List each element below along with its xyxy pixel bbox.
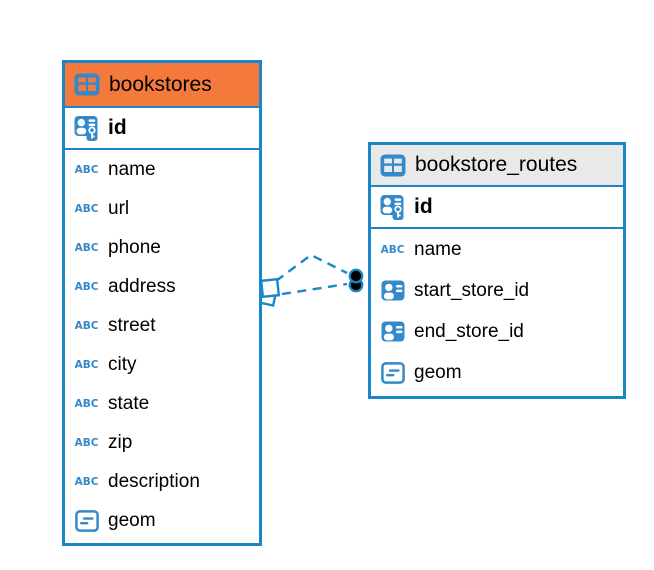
relationship-line-upper[interactable] — [275, 253, 348, 282]
table-title: bookstore_routes — [415, 153, 578, 176]
column-row[interactable]: ABC address — [65, 267, 259, 306]
text-type-icon: ABC — [74, 319, 99, 332]
column-row[interactable]: ABC description — [65, 462, 259, 501]
column-label: city — [108, 353, 137, 375]
column-row[interactable]: ABC city — [65, 345, 259, 384]
column-row-pk[interactable]: id — [371, 187, 623, 229]
column-label: id — [108, 116, 127, 139]
reference-type-icon — [379, 321, 406, 342]
text-type-icon: ABC — [74, 358, 99, 371]
column-row[interactable]: ABC state — [65, 384, 259, 423]
text-type-icon: ABC — [74, 475, 99, 488]
geometry-type-icon — [379, 361, 406, 384]
text-type-icon: ABC — [74, 436, 99, 449]
table-bookstore-routes-columns: ABC name start_store_id — [371, 229, 623, 396]
table-icon — [73, 73, 100, 96]
column-row[interactable]: ABC name — [65, 150, 259, 189]
column-label: end_store_id — [414, 320, 524, 342]
column-label: state — [108, 392, 150, 414]
column-label: description — [108, 470, 200, 492]
column-row[interactable]: ABC zip — [65, 423, 259, 462]
column-label: zip — [108, 431, 133, 453]
relationship-line-lower[interactable] — [281, 282, 348, 296]
column-label: geom — [108, 509, 156, 531]
table-bookstores-header[interactable]: bookstores — [65, 63, 259, 108]
column-row[interactable]: start_store_id — [371, 270, 623, 311]
column-row[interactable]: end_store_id — [371, 311, 623, 352]
text-type-icon: ABC — [74, 397, 99, 410]
column-label: start_store_id — [414, 279, 530, 301]
column-row[interactable]: geom — [65, 501, 259, 540]
text-type-icon: ABC — [74, 241, 99, 254]
column-row[interactable]: ABC name — [371, 229, 623, 270]
column-label: id — [414, 195, 433, 218]
text-type-icon: ABC — [74, 163, 99, 176]
column-label: url — [108, 197, 130, 219]
column-label: address — [108, 275, 176, 297]
table-bookstore-routes[interactable]: bookstore_routes id ABC — [368, 142, 626, 399]
column-label: name — [414, 238, 462, 260]
column-row[interactable]: ABC phone — [65, 228, 259, 267]
column-row-pk[interactable]: id — [65, 108, 259, 150]
table-bookstores[interactable]: bookstores id ABC — [62, 60, 262, 546]
text-type-icon: ABC — [74, 202, 99, 215]
column-label: street — [108, 314, 156, 336]
column-label: phone — [108, 236, 161, 258]
primary-key-icon — [73, 115, 100, 142]
column-label: name — [108, 158, 156, 180]
geometry-type-icon — [73, 509, 100, 532]
table-icon — [379, 154, 406, 177]
table-title: bookstores — [109, 72, 212, 96]
table-bookstore-routes-header[interactable]: bookstore_routes — [371, 145, 623, 187]
text-type-icon: ABC — [380, 243, 405, 256]
reference-type-icon — [379, 280, 406, 301]
column-label: geom — [414, 361, 462, 383]
primary-key-icon — [379, 194, 406, 221]
column-row[interactable]: ABC url — [65, 189, 259, 228]
table-bookstores-columns: ABC name ABC url ABC phone ABC address A… — [65, 150, 259, 543]
relationship-target-glyph[interactable] — [348, 268, 364, 293]
column-row[interactable]: geom — [371, 352, 623, 393]
column-row[interactable]: ABC street — [65, 306, 259, 345]
text-type-icon: ABC — [74, 280, 99, 293]
